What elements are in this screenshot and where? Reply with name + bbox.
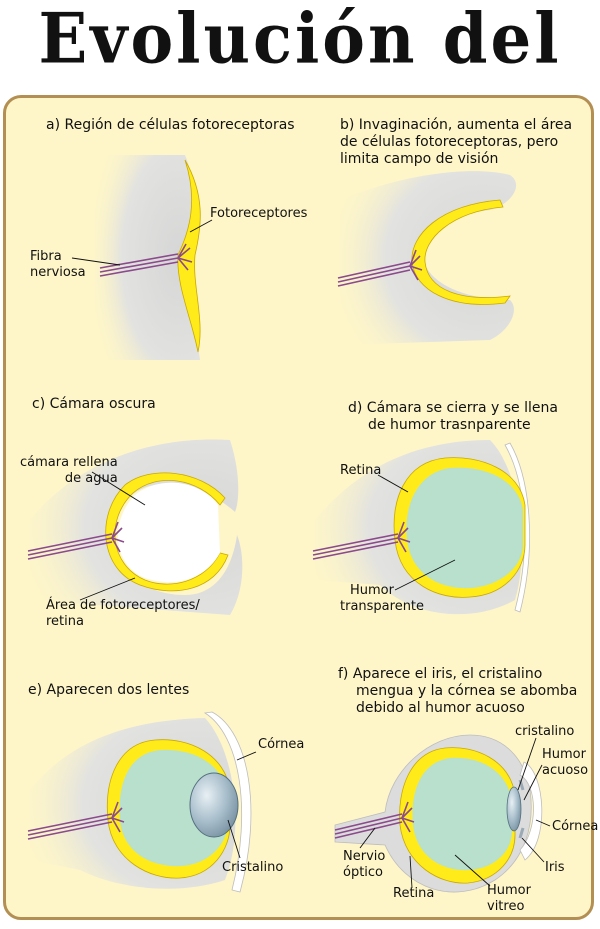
caption-b-line-1: b) Invaginación, aumenta el área	[340, 117, 573, 133]
caption-f-line-3: debido al humor acuoso	[356, 700, 525, 716]
nerve-fiber	[99, 243, 193, 277]
transparent-humor	[406, 467, 523, 589]
photoreceptor-layer	[177, 159, 201, 353]
label-vitreo-line-2: vitreo	[487, 899, 525, 914]
label-fibra-nerviosa: Fibra nerviosa	[30, 249, 86, 281]
caption-d-line-2: de humor trasnparente	[368, 417, 531, 433]
stage-e-diagram	[27, 711, 257, 893]
label-acuoso-line-1: Humor	[542, 747, 586, 762]
cornea-bulge	[519, 761, 543, 861]
caption-f: f) Aparece el iris, el cristalino mengua…	[338, 666, 577, 717]
nerve-fiber	[337, 249, 423, 287]
stage-a-diagram	[71, 155, 213, 360]
label-fotoreceptores: Fotoreceptores	[210, 206, 308, 221]
photoreceptor-layer	[411, 199, 511, 305]
label-area-fotoreceptores: Área de fotoreceptores/ retina	[46, 598, 200, 630]
label-humor-line-1: Humor	[350, 583, 394, 598]
caption-d: d) Cámara se cierra y se llena de humor …	[348, 400, 558, 434]
caption-f-line-1: f) Aparece el iris, el cristalino	[338, 666, 543, 682]
caption-b-line-3: limita campo de visión	[340, 151, 499, 167]
nerve-fiber	[27, 801, 125, 840]
label-camara-line-1: cámara rellena	[20, 455, 118, 470]
photoreceptor-layer	[105, 472, 229, 592]
stage-c-diagram	[27, 439, 243, 615]
label-cornea-e: Córnea	[258, 737, 305, 752]
label-retina-f: Retina	[393, 886, 435, 901]
optic-nerve	[334, 801, 415, 839]
caption-a: a) Región de células fotoreceptoras	[46, 117, 295, 133]
label-area-line-2: retina	[46, 614, 84, 629]
stage-b-diagram	[337, 171, 517, 345]
label-retina-d: Retina	[340, 463, 382, 478]
label-cristalino-e: Cristalino	[222, 860, 284, 875]
label-cornea-f: Córnea	[552, 819, 599, 834]
label-humor-line-2: transparente	[340, 599, 425, 614]
label-camara-line-2: de agua	[64, 471, 118, 486]
nerve-fiber	[312, 521, 411, 560]
caption-b: b) Invaginación, aumenta el área de célu…	[340, 117, 572, 168]
caption-e: e) Aparecen dos lentes	[28, 682, 190, 698]
caption-d-line-1: d) Cámara se cierra y se llena	[348, 400, 558, 416]
stage-f-diagram	[334, 734, 551, 893]
label-humor-acuoso: Humor acuoso	[542, 747, 588, 779]
label-vitreo-line-1: Humor	[487, 883, 531, 898]
caption-c: c) Cámara oscura	[32, 396, 156, 412]
label-acuoso-line-2: acuoso	[542, 763, 589, 778]
label-humor-vitreo: Humor vitreo	[487, 883, 531, 915]
water-chamber	[118, 482, 220, 583]
label-nervio-line-1: Nervio	[343, 849, 386, 864]
label-cristalino-f: cristalino	[515, 724, 575, 739]
nerve-fiber	[27, 521, 125, 560]
crystalline-lens	[506, 786, 522, 832]
stage-d-diagram	[312, 440, 530, 615]
cornea-layer	[203, 711, 252, 893]
vitreous-humor	[412, 757, 512, 871]
crystalline-lens	[189, 772, 239, 838]
label-fibra-line-1: Fibra	[30, 249, 62, 264]
label-area-line-1: Área de fotoreceptores/	[46, 598, 200, 613]
label-nervio-line-2: óptico	[343, 865, 384, 880]
label-fibra-line-2: nerviosa	[30, 265, 86, 280]
label-humor-transparente: Humor transparente	[340, 583, 424, 615]
label-nervio-optico: Nervio óptico	[343, 849, 385, 881]
label-camara-rellena: cámara rellena de agua	[20, 455, 118, 487]
label-iris: Iris	[545, 860, 565, 875]
caption-f-line-2: mengua y la córnea se abomba	[356, 683, 578, 699]
caption-b-line-2: de células fotoreceptoras, pero	[340, 134, 559, 150]
